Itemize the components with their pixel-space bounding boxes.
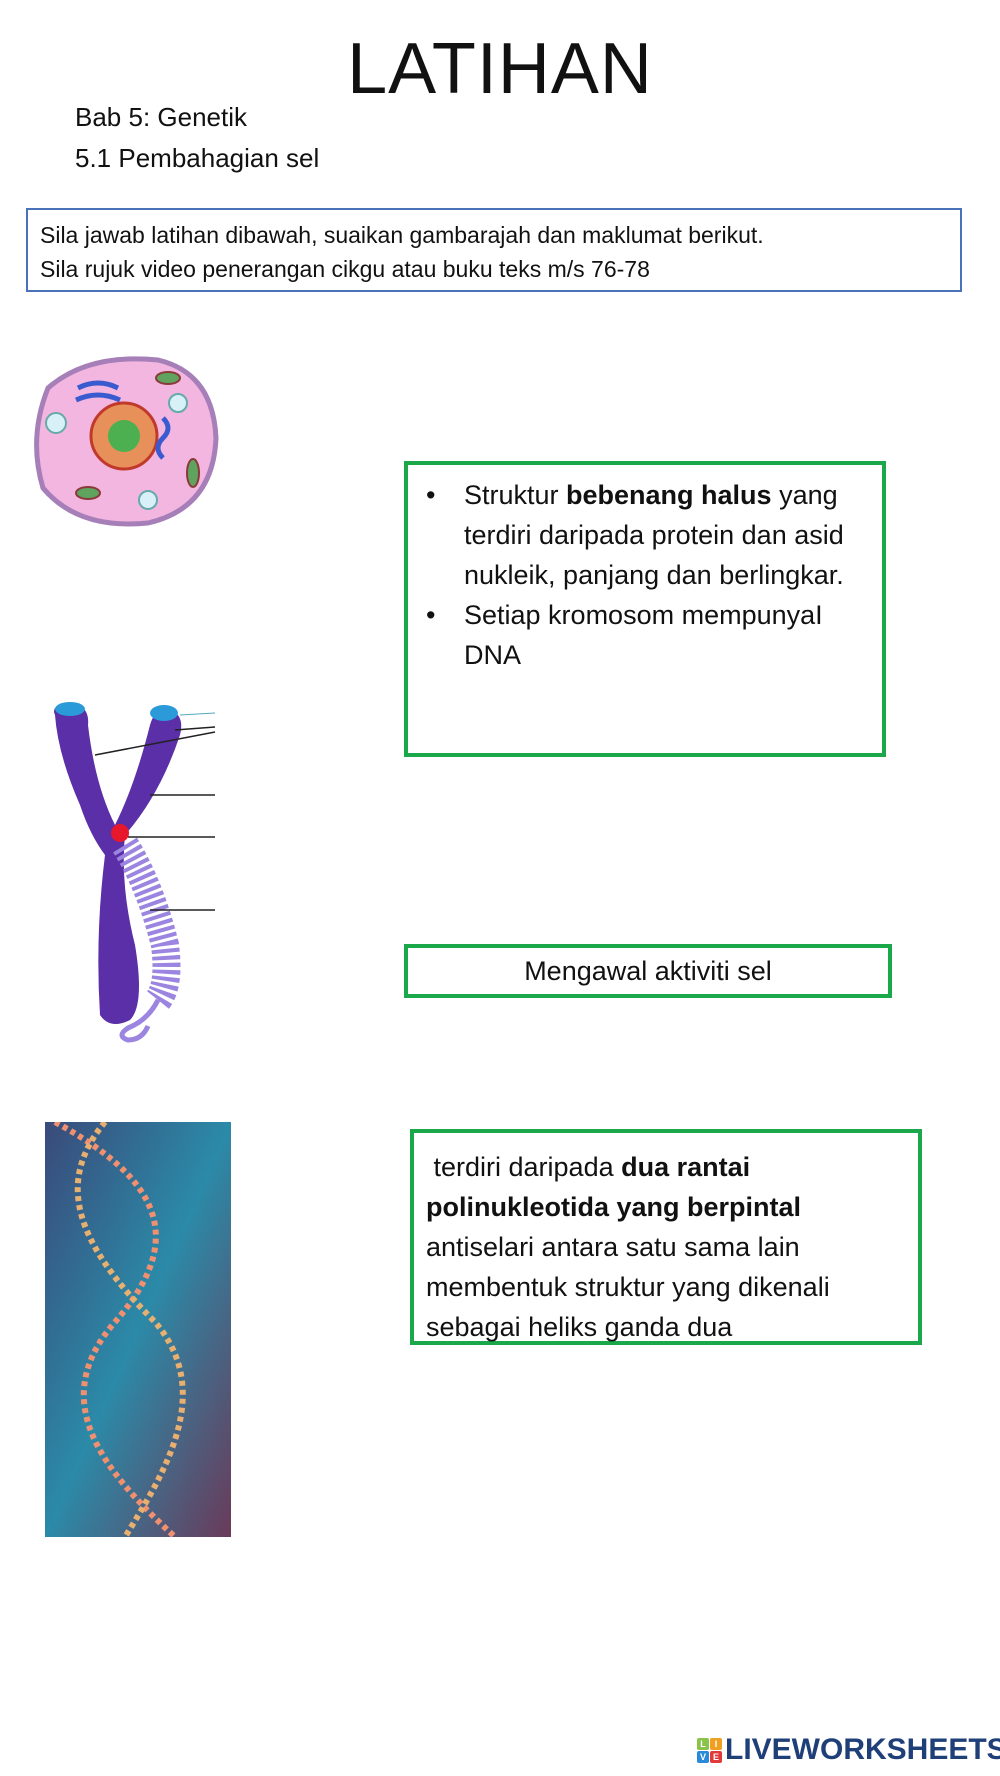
text: Struktur (464, 480, 567, 510)
text: terdiri daripada (426, 1152, 622, 1182)
instruction-box: Sila jawab latihan dibawah, suaikan gamb… (26, 208, 962, 292)
text: Setiap kromosom mempunyaI DNA (464, 600, 823, 670)
cell-image (34, 356, 219, 527)
section-heading: 5.1 Pembahagian sel (75, 143, 320, 173)
live-badge-icon: L I V E (697, 1737, 722, 1763)
answer-box-chromosome-description[interactable]: • Struktur bebenang halus yang terdiri da… (404, 461, 886, 757)
page-title: LATIHAN (347, 29, 653, 109)
text: yang terdiri daripada protein dan asid n… (464, 480, 844, 590)
text: antiselari antara satu sama lain membent… (426, 1232, 830, 1342)
text: Mengawal aktiviti sel (524, 956, 772, 986)
bullet: • (426, 600, 436, 630)
badge-letter: V (697, 1750, 709, 1763)
chromosome-image (40, 685, 220, 1055)
answer-box-nucleus-function[interactable]: Mengawal aktiviti sel (404, 944, 892, 998)
description-item: • Setiap kromosom mempunyaI DNA (426, 595, 868, 675)
badge-letter: I (710, 1737, 722, 1750)
bold-text: dua rantai polinukleotida yang berpintal (426, 1152, 802, 1222)
badge-letter: E (710, 1750, 722, 1763)
bold-text: bebenang halus (566, 480, 772, 510)
chapter-heading: Bab 5: Genetik (75, 102, 247, 132)
dna-image (45, 1122, 231, 1537)
answer-box-dna-description[interactable]: terdiri daripada dua rantai polinukleoti… (410, 1129, 922, 1345)
bullet: • (426, 480, 436, 510)
instruction-line: Sila rujuk video penerangan cikgu atau b… (40, 256, 650, 282)
instruction-line: Sila jawab latihan dibawah, suaikan gamb… (40, 222, 764, 248)
logo-text: LIVEWORKSHEETS (725, 1733, 1000, 1766)
liveworksheets-logo: L I V E LIVEWORKSHEETS (697, 1733, 1000, 1767)
badge-letter: L (697, 1737, 709, 1750)
description-item: • Struktur bebenang halus yang terdiri da… (426, 475, 868, 595)
